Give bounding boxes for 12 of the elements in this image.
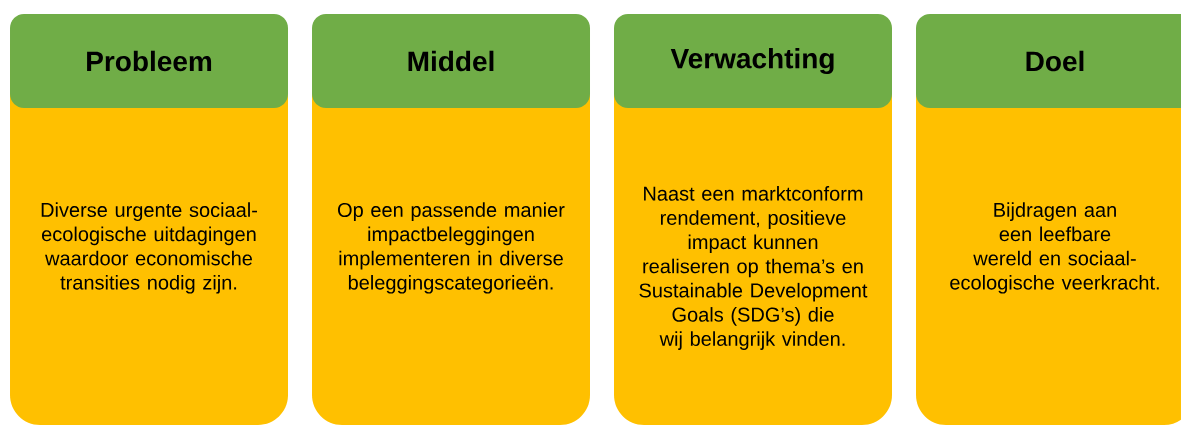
- card-text: Op een passende manier impactbeleggingen implementeren in diverse beleggingscategorieën.: [338, 202, 565, 294]
- card-heading: Doel: [1026, 50, 1084, 72]
- card-text: Naast een marktconform rendement, positieve impact kunnen realiseren op thema’s en Sustainable Development Goals (SDG’s) die wij belangrijk vinden.: [639, 186, 868, 350]
- card-heading: Probleem: [87, 50, 212, 72]
- card-heading: Middel: [408, 50, 494, 72]
- card: [312, 14, 590, 425]
- card: [916, 14, 1181, 425]
- card-heading: Verwachting: [670, 47, 834, 75]
- card-text: Bijdragen aan een leefbare wereld en sociaal-ecologische veerkracht.: [950, 202, 1159, 294]
- card-text: Diverse urgente sociaal-ecologische uitdagingen waardoor economische transities nodig zijn.: [41, 202, 257, 294]
- card: [614, 14, 892, 425]
- card: [10, 14, 288, 425]
